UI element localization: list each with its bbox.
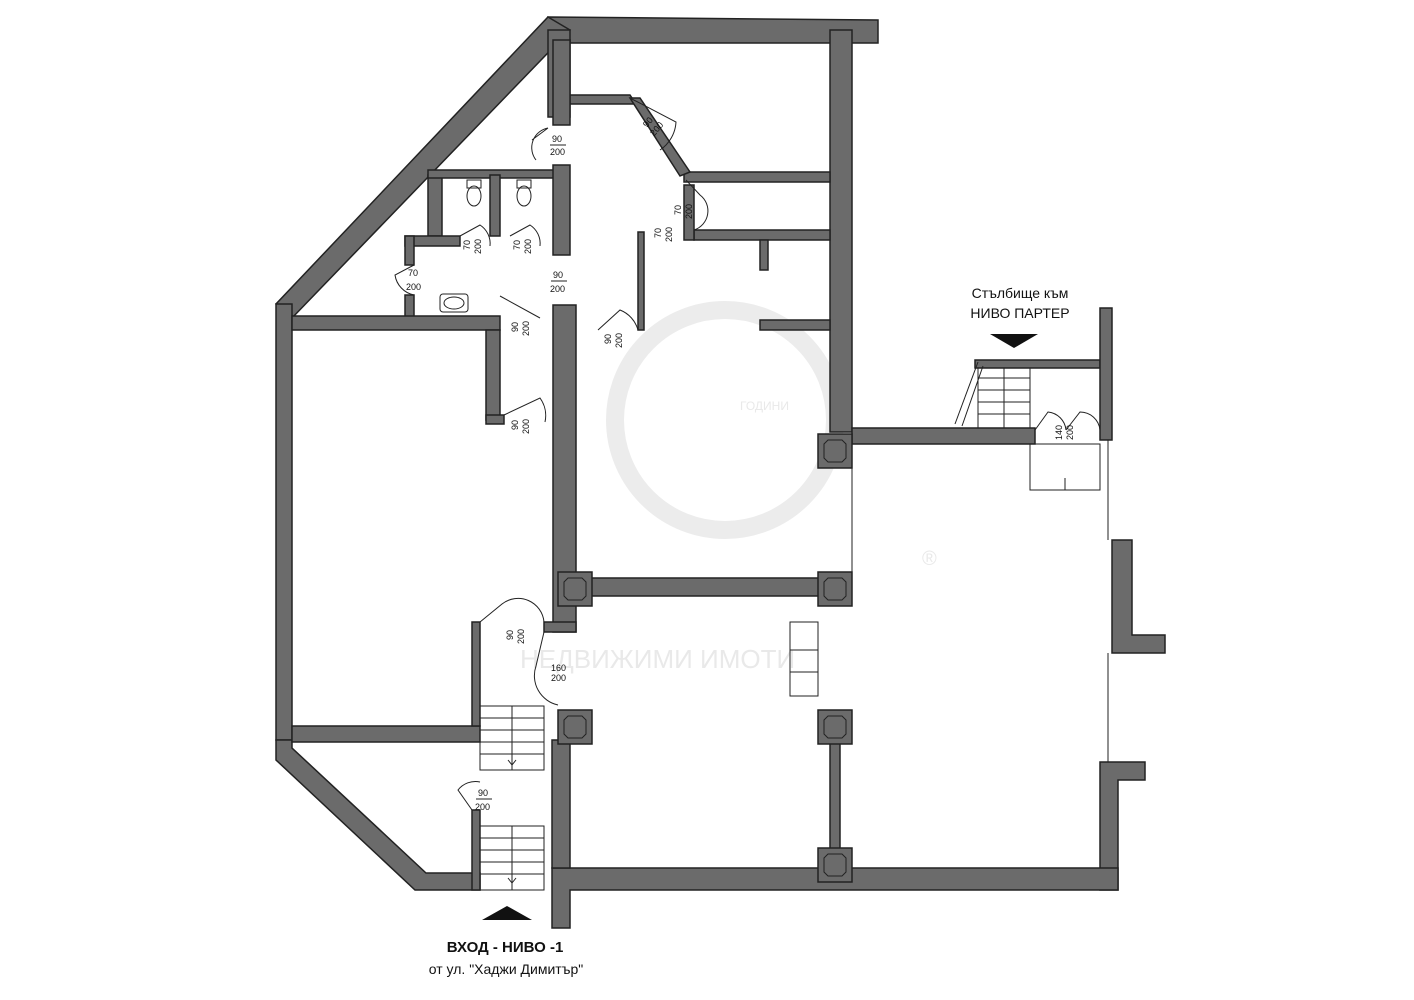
wall-small-room-left [485, 329, 501, 421]
stairs-entrance-lower [479, 825, 545, 891]
column [817, 709, 853, 745]
door-width: 90 [478, 788, 488, 798]
door-width: 90 [603, 334, 613, 344]
sink-icon [439, 293, 469, 313]
wall-mid-horizontal [291, 315, 501, 331]
wall-angled-segment [628, 97, 692, 177]
wall-southwest-diagonal [275, 739, 481, 891]
columns [557, 433, 853, 883]
wall-northwest-diagonal [274, 16, 572, 320]
wall-corridor-right [552, 164, 571, 256]
door-width: 90 [505, 630, 515, 640]
watermark-brand-mark: ® [922, 548, 937, 570]
wall-entrance-right-stub [543, 621, 577, 633]
toilet-icon [516, 179, 532, 189]
door-height: 200 [521, 419, 531, 434]
door-width: 90 [641, 115, 655, 129]
door-width: 90 [553, 270, 563, 280]
entrance-label-line2: от ул. "Хаджи Димитър" [429, 961, 583, 977]
door-width: 70 [462, 240, 472, 250]
wall-top-right-vertical [829, 29, 853, 433]
wall-sw-inner-horizontal [291, 725, 481, 743]
door-height: 200 [406, 282, 421, 292]
wall-central-beam [575, 577, 831, 597]
stair-label-line1: Стълбище към [972, 285, 1069, 301]
wall-wc-left [427, 174, 443, 237]
wall-east-horizontal [851, 427, 1036, 445]
sanitary-fixtures [439, 179, 532, 313]
door-width: 70 [408, 268, 418, 278]
door-height: 200 [516, 629, 526, 644]
door-width: 70 [673, 205, 683, 215]
wall-store-stub-horizontal [759, 319, 831, 331]
arrow-down-icon [990, 334, 1038, 348]
wall-entrance-corridor-left [471, 621, 481, 727]
door-width: 160 [551, 663, 566, 673]
door-width: 90 [510, 420, 520, 430]
watermark-tagline: НЕДВИЖИМИ ИМОТИ [520, 644, 795, 674]
wall-store-partition-1 [683, 171, 831, 183]
column [817, 571, 853, 607]
wall-south-inner-vertical [551, 739, 571, 869]
wall-store-partition-2 [693, 229, 831, 241]
wall-column-link [829, 735, 841, 861]
wall-east-middle [1111, 539, 1166, 654]
door-height: 200 [475, 802, 490, 812]
wall-thin-vertical [637, 231, 645, 331]
walls [274, 16, 1166, 929]
entrance-label-line1: ВХОД - НИВО -1 [447, 939, 564, 956]
door-height: 200 [1065, 425, 1075, 440]
wall-wc-divider [489, 174, 501, 237]
door-width: 70 [512, 240, 522, 250]
door-height: 200 [550, 147, 565, 157]
toilet-icon [466, 179, 482, 189]
wall-corridor-right-upper [552, 39, 571, 126]
door-height: 200 [523, 239, 533, 254]
wall-top-inner-horizontal [569, 94, 638, 105]
wall-south [551, 867, 1119, 929]
stair-label-line2: НИВО ПАРТЕР [970, 305, 1069, 321]
door-height: 200 [473, 239, 483, 254]
column [557, 571, 593, 607]
wall-wc-left-lower [404, 235, 415, 266]
watermark: ГОДИНИ ® НЕДВИЖИМИ ИМОТИ [520, 301, 937, 674]
door-height: 200 [664, 227, 674, 242]
door-height: 200 [551, 673, 566, 683]
watermark-years: ГОДИНИ [740, 399, 789, 413]
door-width: 90 [510, 322, 520, 332]
wall-entrance-corridor-left-lower [471, 809, 481, 891]
arrow-up-icon [482, 906, 532, 920]
door-height: 200 [550, 284, 565, 294]
wall-store-stub-vertical [759, 239, 769, 271]
stairs-to-ground [954, 361, 1031, 429]
door-swings [394, 97, 1101, 811]
door-height: 200 [521, 321, 531, 336]
door-width: 70 [653, 228, 663, 238]
column [557, 709, 593, 745]
wall-east-upper [1099, 307, 1113, 441]
wall-stair-top [974, 359, 1101, 369]
door-height: 200 [684, 204, 694, 219]
door-height: 200 [614, 333, 624, 348]
stairs-entrance-upper [479, 705, 545, 771]
door-width: 140 [1054, 425, 1064, 440]
column [817, 847, 853, 883]
door-width: 90 [552, 134, 562, 144]
door-dimensions: 90 200 90 200 70 200 70 200 70 200 70 20… [406, 115, 1075, 812]
column [817, 433, 853, 469]
glazing-lines [789, 440, 1109, 762]
wall-small-room-bottom [485, 414, 505, 425]
wall-corridor-left-lower [404, 294, 415, 319]
wall-top [547, 16, 879, 44]
wall-west [275, 303, 293, 741]
